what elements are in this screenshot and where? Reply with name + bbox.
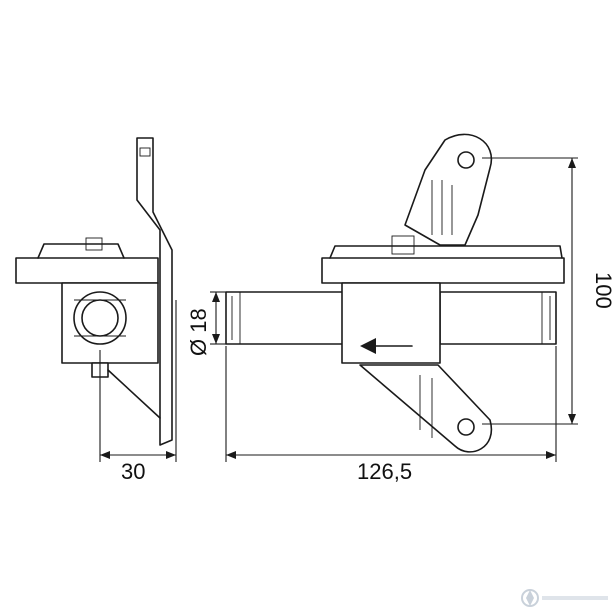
length-label: 126,5 (357, 459, 412, 484)
upper-mount-hole (457, 151, 475, 169)
bracket-slot (139, 147, 151, 157)
diameter-label: Ø 18 (186, 308, 211, 356)
pinwheel-logo-icon (521, 589, 608, 607)
front-view (225, 133, 565, 453)
inlet-pipe-bead (231, 292, 241, 344)
lower-bracket-ribs (419, 375, 433, 438)
connector-tab-side (85, 237, 103, 251)
upper-bracket-lug (404, 133, 493, 246)
head-cap-side (37, 243, 125, 259)
valve-head-side (15, 257, 159, 284)
height-label: 100 (591, 272, 616, 309)
head-cap-front (329, 245, 563, 259)
lower-mount-hole (457, 418, 475, 436)
valve-head-front (321, 257, 565, 284)
outlet-pipe-bead (541, 292, 551, 344)
side-view (15, 137, 173, 446)
upper-bracket-ribs (431, 180, 453, 235)
inlet-pipe-left (225, 291, 347, 345)
width-label: 30 (121, 459, 145, 484)
bracket-strut-side (107, 369, 161, 419)
watermark (520, 586, 612, 610)
valve-body-front (341, 282, 441, 364)
dimension-lines: 30 126,5 100 Ø 18 (99, 157, 616, 484)
outlet-pipe-right (439, 291, 557, 345)
connector-tab-front (391, 235, 415, 255)
pipe-end-flange (74, 299, 126, 337)
flow-direction-arrow-icon (360, 338, 376, 354)
mounting-bracket-side (136, 137, 173, 446)
lower-bracket-lug (359, 364, 493, 453)
